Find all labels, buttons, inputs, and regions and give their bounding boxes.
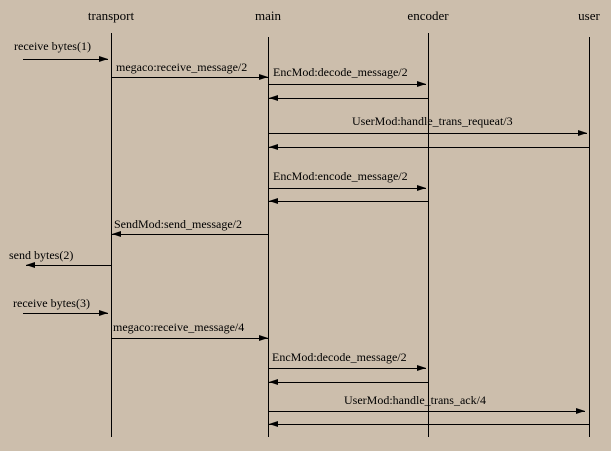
arrowhead-left-icon xyxy=(269,95,278,101)
arrowhead-right-icon xyxy=(576,408,585,414)
arrowhead-right-icon xyxy=(417,81,426,87)
message-arrow xyxy=(23,59,108,60)
message-arrow xyxy=(268,411,585,412)
message-arrow xyxy=(268,188,426,189)
arrowhead-right-icon xyxy=(259,335,268,341)
message-label: megaco:receive_message/4 xyxy=(113,320,245,334)
arrowhead-right-icon xyxy=(259,74,268,80)
message-arrow xyxy=(111,77,268,78)
message-label: UserMod:handle_trans_ack/4 xyxy=(344,393,486,407)
arrowhead-right-icon xyxy=(99,310,108,316)
lifeline-encoder xyxy=(428,33,429,437)
message-arrow xyxy=(23,313,108,314)
lifeline-label-main: main xyxy=(255,8,281,23)
arrowhead-right-icon xyxy=(578,130,587,136)
message-label: EncMod:decode_message/2 xyxy=(273,65,408,79)
message-arrow xyxy=(268,133,587,134)
lifeline-transport xyxy=(111,33,112,437)
return-arrow xyxy=(269,98,428,99)
arrowhead-left-icon xyxy=(269,198,278,204)
arrowhead-right-icon xyxy=(99,56,108,62)
arrowhead-right-icon xyxy=(417,365,426,371)
message-arrow xyxy=(26,265,111,266)
message-label: EncMod:encode_message/2 xyxy=(273,169,408,183)
arrowhead-left-icon xyxy=(269,144,278,150)
message-label: UserMod:handle_trans_requeat/3 xyxy=(352,114,513,128)
message-arrow xyxy=(112,234,268,235)
arrowhead-left-icon xyxy=(269,379,278,385)
message-label: EncMod:decode_message/2 xyxy=(272,350,407,364)
message-arrow xyxy=(111,338,268,339)
message-label: send bytes(2) xyxy=(9,248,74,262)
message-arrow xyxy=(268,368,426,369)
message-label: megaco:receive_message/2 xyxy=(116,60,248,74)
return-arrow xyxy=(269,424,589,425)
lifeline-main xyxy=(268,37,269,437)
arrowhead-left-icon xyxy=(26,262,35,268)
arrowhead-left-icon xyxy=(269,421,278,427)
return-arrow xyxy=(269,147,589,148)
message-label: SendMod:send_message/2 xyxy=(114,217,242,231)
lifeline-label-transport: transport xyxy=(87,8,135,23)
lifeline-label-user: user xyxy=(578,8,600,23)
arrowhead-right-icon xyxy=(417,185,426,191)
lifeline-user xyxy=(589,37,590,437)
return-arrow xyxy=(269,201,428,202)
arrowhead-left-icon xyxy=(112,231,121,237)
lifeline-label-encoder: encoder xyxy=(407,8,449,23)
message-arrow xyxy=(268,84,426,85)
return-arrow xyxy=(269,382,428,383)
message-label: receive bytes(1) xyxy=(14,39,91,53)
message-label: receive bytes(3) xyxy=(13,296,90,310)
